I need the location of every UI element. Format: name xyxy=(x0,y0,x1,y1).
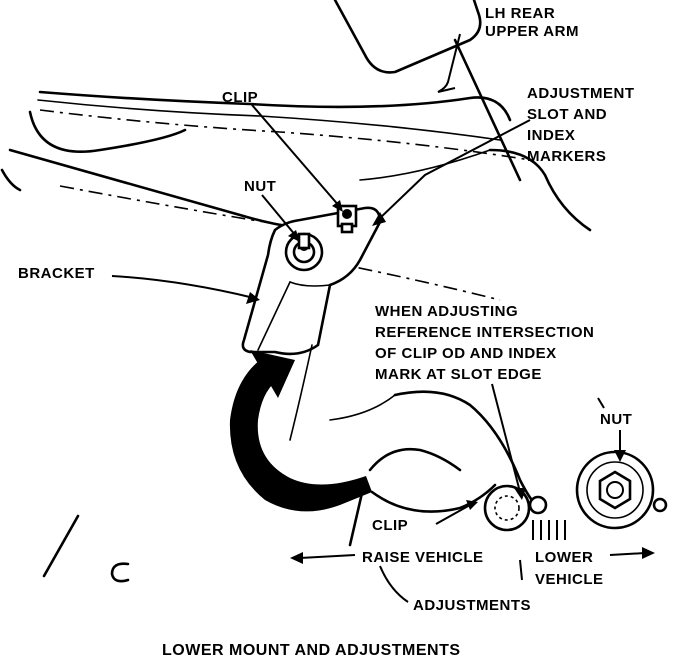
nut-assembly xyxy=(284,232,324,272)
labels: LH REAR UPPER ARM ADJUSTMENT SLOT AND IN… xyxy=(18,5,635,659)
label-slot-and: SLOT AND xyxy=(527,106,607,123)
upper-arm xyxy=(0,90,592,301)
label-lh-rear: LH REAR xyxy=(485,5,555,22)
lower-mount-body xyxy=(289,344,542,547)
label-clip-bottom: CLIP xyxy=(372,517,408,534)
label-index: INDEX xyxy=(527,127,575,144)
label-adjustment: ADJUSTMENT xyxy=(527,85,635,102)
label-reference-intersection: REFERENCE INTERSECTION xyxy=(375,324,594,341)
label-when-adjusting: WHEN ADJUSTING xyxy=(375,303,518,320)
label-vehicle: VEHICLE xyxy=(535,571,604,588)
label-clip-top: CLIP xyxy=(222,89,258,106)
bracket-plate xyxy=(241,206,382,356)
label-mark-at-slot: MARK AT SLOT EDGE xyxy=(375,366,542,383)
label-lower: LOWER xyxy=(535,549,593,566)
label-upper-arm: UPPER ARM xyxy=(485,23,579,40)
diagram-caption: LOWER MOUNT AND ADJUSTMENTS xyxy=(162,642,461,659)
clip-stud xyxy=(336,204,358,234)
bottom-clip xyxy=(483,484,566,540)
label-adjustments: ADJUSTMENTS xyxy=(413,597,531,614)
misc-strokes xyxy=(42,514,130,583)
label-of-clip-od: OF CLIP OD AND INDEX xyxy=(375,345,557,362)
label-nut-top: NUT xyxy=(244,178,276,195)
rotation-arrow xyxy=(229,350,372,512)
index-markers xyxy=(532,520,566,540)
label-raise-vehicle: RAISE VEHICLE xyxy=(362,549,484,566)
leader-lines xyxy=(111,33,655,603)
label-bracket: BRACKET xyxy=(18,265,95,282)
label-markers: MARKERS xyxy=(527,148,606,165)
right-nut-detail xyxy=(575,450,668,530)
label-nut-right: NUT xyxy=(600,411,632,428)
